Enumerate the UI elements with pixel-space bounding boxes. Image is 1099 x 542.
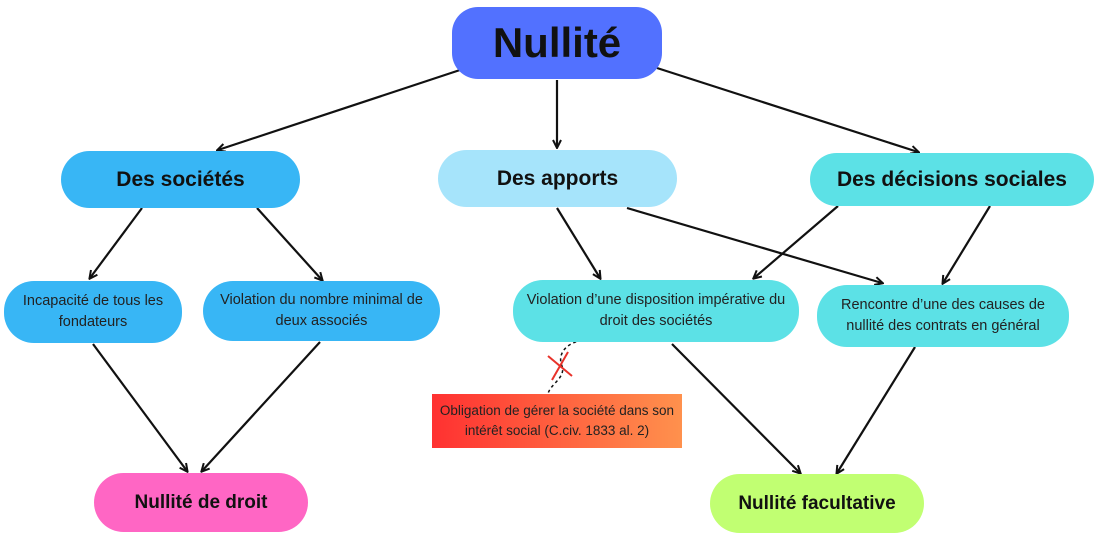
dashed-link-note: [547, 339, 595, 395]
note-box: Obligation de gérer la société dans son …: [432, 394, 682, 448]
arrow-societes-to-incapacite: [90, 207, 143, 278]
arrow-title-to-societes: [218, 68, 461, 150]
arrow-rencontre-to-facultative: [837, 346, 916, 473]
result-facultative: Nullité facultative: [710, 474, 924, 533]
result-facultative-label: Nullité facultative: [738, 492, 896, 514]
leaf-rencontre-label: Rencontre d’une des causes de nullité de…: [841, 296, 1045, 334]
leaf-incapacite-label: Incapacité de tous les fondateurs: [22, 292, 164, 330]
arrow-societes-to-violation-nombre: [256, 207, 322, 280]
arrow-apports-to-violation-disposition: [556, 207, 600, 278]
main-title: Nullité: [492, 19, 622, 66]
category-decisions: Des décisions sociales: [810, 153, 1094, 206]
leaf-violation-disposition-label: Violation d’une disposition impérative d…: [526, 291, 786, 329]
arrow-apports-to-rencontre: [626, 206, 882, 283]
arrow-incapacite-to-droit: [92, 343, 187, 471]
leaf-rencontre: Rencontre d’une des causes de nullité de…: [817, 285, 1069, 347]
result-droit: Nullité de droit: [94, 473, 308, 532]
arrow-violation-disposition-to-facultative: [671, 343, 800, 473]
leaf-violation-disposition: Violation d’une disposition impérative d…: [513, 280, 799, 342]
category-societes-label: Des sociétés: [116, 167, 245, 191]
leaf-violation-nombre-label: Violation du nombre minimal de deux asso…: [220, 291, 423, 329]
category-apports-label: Des apports: [496, 166, 619, 190]
category-decisions-label: Des décisions sociales: [837, 167, 1067, 191]
arrow-decisions-to-rencontre: [943, 205, 991, 283]
leaf-violation-nombre: Violation du nombre minimal de deux asso…: [203, 281, 440, 341]
arrow-violation-nombre-to-droit: [202, 341, 321, 471]
main-title-node: Nullité: [452, 7, 662, 79]
result-droit-label: Nullité de droit: [134, 491, 268, 513]
category-societes: Des sociétés: [61, 151, 300, 208]
cross-icon: [547, 351, 573, 381]
category-apports: Des apports: [438, 150, 677, 207]
arrow-decisions-to-violation-disposition: [754, 205, 839, 278]
leaf-incapacite: Incapacité de tous les fondateurs: [4, 281, 182, 343]
arrow-title-to-decisions: [656, 66, 918, 152]
note-label: Obligation de gérer la société dans son …: [439, 403, 675, 438]
